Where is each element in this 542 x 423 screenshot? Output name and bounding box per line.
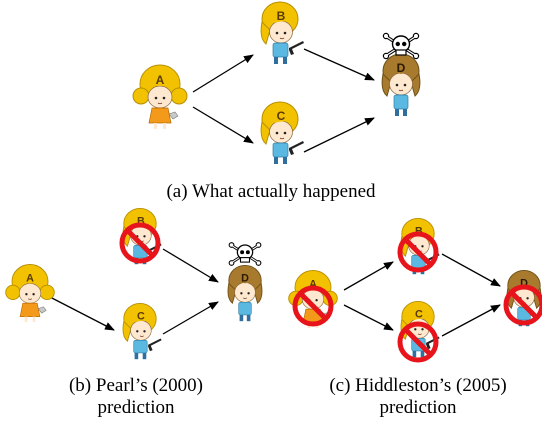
node-a: A <box>132 64 188 130</box>
node-a-label: A <box>156 73 165 87</box>
node-d: D <box>381 53 421 117</box>
caption-b-line1: (b) Pearl’s (2000) <box>69 375 203 396</box>
panel-b: A B C D (b) Pearl’s (2000) prediction <box>5 207 263 418</box>
edge-a-to-b <box>192 54 254 93</box>
panel-c: A B C D (c) Hiddleston’s (2005) predicti… <box>288 217 542 418</box>
gun-icon <box>289 141 304 155</box>
node-d: D <box>227 264 263 322</box>
node-c: C <box>260 101 304 165</box>
edge-a-to-c <box>47 295 115 331</box>
caption-a: (a) What actually happened <box>166 181 376 202</box>
caption-c-line2: prediction <box>379 397 457 418</box>
edge-a-to-c <box>343 304 394 331</box>
node-c: C <box>400 300 440 358</box>
node-a: A <box>288 270 338 329</box>
edge-a-to-c <box>192 106 254 144</box>
node-a: A <box>5 264 55 323</box>
edge-b-to-d <box>162 248 219 283</box>
caption-b-line2: prediction <box>97 397 175 418</box>
edge-c-to-d <box>162 301 219 335</box>
node-c-label: C <box>277 109 286 123</box>
node-d-label: D <box>397 61 406 75</box>
node-d-label: D <box>520 278 528 290</box>
node-d-label: D <box>241 273 249 285</box>
node-c: C <box>122 302 162 360</box>
panel-a: A B C D (a) What actually happened <box>132 1 421 202</box>
skull-crossbones-icon <box>227 241 263 267</box>
node-c-label: C <box>415 309 423 321</box>
edge-c-to-d <box>303 117 375 153</box>
node-a-label: A <box>26 273 34 285</box>
edge-b-to-d <box>303 48 375 81</box>
node-d: D <box>506 269 542 327</box>
node-c-label: C <box>137 311 145 323</box>
node-a-label: A <box>309 279 317 291</box>
gun-icon <box>148 338 162 352</box>
caption-c-line1: (c) Hiddleston’s (2005) <box>329 375 506 396</box>
skull-crossbones-icon <box>381 31 421 61</box>
edge-b-to-d <box>441 253 501 287</box>
gun-icon <box>289 41 304 55</box>
node-b-label: B <box>137 216 145 228</box>
edge-c-to-d <box>441 304 501 337</box>
edge-a-to-b <box>343 261 394 291</box>
node-b: B <box>122 207 162 265</box>
node-b: B <box>260 1 304 65</box>
node-b-label: B <box>277 9 286 23</box>
